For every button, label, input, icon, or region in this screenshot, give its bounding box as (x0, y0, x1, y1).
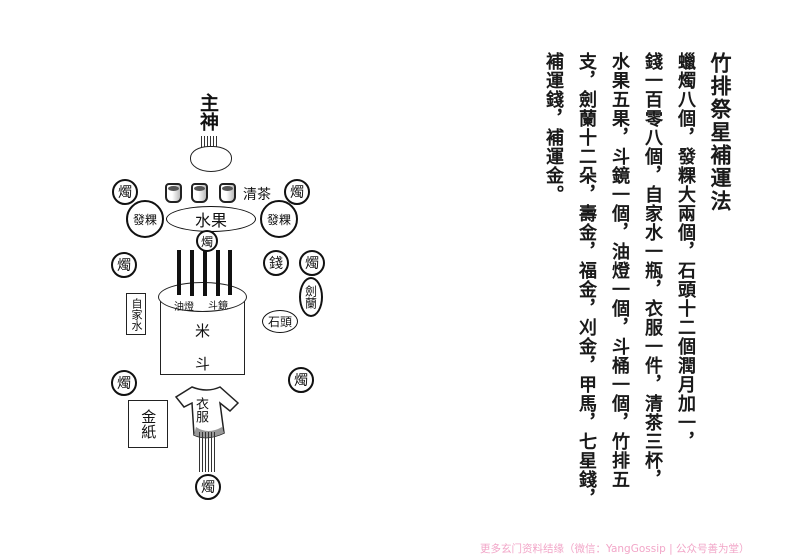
candle: 燭 (111, 252, 137, 278)
bamboo-stick (203, 250, 207, 296)
candle: 燭 (111, 370, 137, 396)
title: 竹排祭星補運法 (708, 52, 732, 213)
fa-kueh-right: 發粿 (260, 200, 298, 238)
gold-paper: 金紙 (128, 400, 168, 448)
bamboo-stick (190, 250, 194, 296)
dou-label: 斗 (195, 355, 211, 373)
coins: 錢 (263, 250, 289, 276)
gladiolus: 劍蘭 (299, 277, 323, 317)
candle: 燭 (195, 474, 221, 500)
main-deity-label: 主神 (196, 93, 219, 131)
rice-bucket-rim (158, 282, 247, 312)
rice-label: 米 (195, 322, 211, 340)
incense-stick (211, 432, 215, 472)
tea-cup (219, 183, 236, 203)
tea-cup (165, 183, 182, 203)
bamboo-stick (228, 250, 232, 295)
bamboo-stick (216, 250, 220, 296)
text-line: 補運錢，補運金。 (543, 52, 564, 204)
footer-watermark: 更多玄门资料结缘（微信：YangGossip | 公众号善为堂） (480, 543, 750, 555)
bamboo-stick (177, 250, 181, 295)
candle: 燭 (288, 367, 314, 393)
incense-stick (205, 432, 209, 472)
candle: 燭 (112, 179, 138, 205)
text-line: 水果五果，斗鏡一個，油燈一個，斗桶一個，竹排五 (609, 52, 630, 489)
fruit-plate: 水果 (166, 206, 256, 232)
candle: 燭 (196, 230, 218, 252)
shirt-icon (174, 386, 240, 439)
fa-kueh-left: 發粿 (126, 200, 164, 238)
home-water: 自家水 (126, 293, 146, 335)
candle: 燭 (284, 179, 310, 205)
text-line: 錢一百零八個，自家水一瓶，衣服一件，清茶三杯， (642, 52, 663, 489)
rice-bucket (160, 297, 245, 375)
clothes-label: 衣服 (193, 397, 208, 423)
incense-stick (199, 432, 203, 472)
candle: 燭 (299, 250, 325, 276)
text-line: 支，劍蘭十二朵，壽金，福金，刈金，甲馬，七星錢， (576, 52, 597, 508)
tea-cup (191, 183, 208, 203)
stones: 石頭 (262, 310, 298, 333)
tea-label: 清茶 (243, 187, 271, 203)
text-line: 蠟燭八個，發粿大兩個，石頭十二個潤月加一， (675, 52, 696, 451)
incense-burner (190, 146, 232, 172)
oil-lamp-label: 油燈 (174, 302, 194, 313)
dou-mirror-label: 斗鏡 (208, 301, 228, 312)
